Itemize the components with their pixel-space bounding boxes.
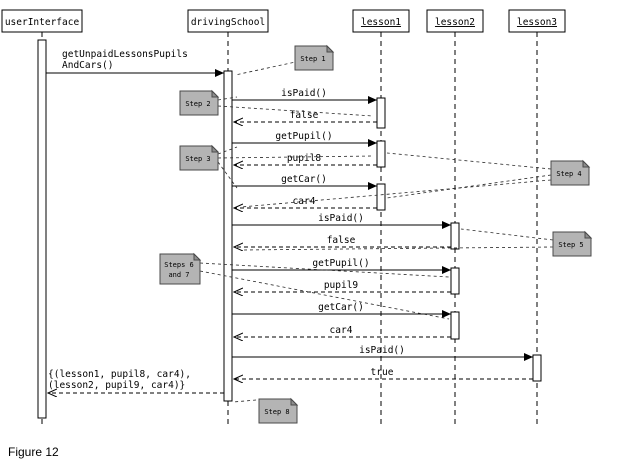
message-9-getpupil-call: getPupil() [232,258,451,274]
note-step-4: Step 4 [550,159,591,186]
note-step-5: Step 5 [552,230,593,257]
note-step-2: Step 2 [179,89,220,116]
head-box [187,9,269,33]
note-connector [386,152,552,170]
note-shape [159,253,201,285]
lifeline-head-drivingschool: drivingSchool [187,9,269,33]
note-label: Steps 6 [164,261,194,269]
message-10-pupil9-return: pupil9 [234,280,451,292]
note-fold [584,230,593,239]
lifeline-name: drivingSchool [191,17,265,28]
activation-lesson2-ispaid [450,222,460,250]
note-fold [582,159,591,168]
message-8-false-return: false [234,235,451,247]
note-connector [460,228,554,241]
lifeline-name: lesson1 [361,17,401,28]
activation-userinterface [37,39,47,419]
activation-lesson1-ispaid [376,97,386,129]
note-fold [290,397,299,406]
note-step-3: Step 3 [179,144,220,171]
message-11-getcar-call: getCar() [232,302,451,318]
message-label: getPupil() [312,258,369,269]
activation-lesson3-ispaid [532,354,542,382]
note-connector [217,155,374,159]
message-7-ispaid-call: isPaid() [232,213,451,229]
message-label: true [371,367,394,378]
note-label: Step 1 [300,55,325,63]
message-label: isPaid() [359,345,405,356]
message-label: getCar() [281,174,327,185]
lifeline-head-lesson1: lesson1 [352,9,410,33]
activation-lesson2-getcar [450,311,460,340]
message-label: getCar() [318,302,364,313]
note-shape [258,398,298,424]
message-label: getUnpaidLessonsPupils [62,49,188,60]
note-connector [240,179,552,208]
message-label: isPaid() [281,88,327,99]
message-5-getcar-call: getCar() [232,174,377,190]
message-label: car4 [330,325,353,336]
message-6-car4-return: car4 [234,196,377,208]
lifeline-head-lesson3: lesson3 [508,9,566,33]
note-shape [294,45,334,71]
note-shape [552,231,592,257]
message-2-false-return: false [234,110,377,122]
message-4-pupil8-return: pupil8 [234,153,377,165]
message-label: isPaid() [318,213,364,224]
note-step-8: Step 8 [258,397,299,424]
note-fold [193,252,202,261]
lifeline-head-userinterface: userInterface [1,9,83,33]
note-label: Step 5 [558,241,583,249]
note-shape [550,160,590,186]
message-12-car4-return: car4 [234,325,451,337]
head-box [508,9,566,33]
note-connector [217,161,238,189]
note-label: Step 4 [556,170,581,178]
note-connector [199,270,450,320]
message-label: {(lesson1, pupil8, car4), [48,369,191,380]
activation-drivingschool [223,70,233,402]
note-label: Step 3 [185,155,210,163]
head-box [426,9,484,33]
message-0-getunpaidlessons-call: getUnpaidLessonsPupils AndCars() [46,49,224,77]
message-label: getPupil() [275,131,332,142]
lifeline-head-lesson2: lesson2 [426,9,484,33]
message-label: pupil9 [324,280,359,291]
lifeline-name: lesson3 [517,17,557,28]
note-label: and 7 [168,271,189,279]
message-label: pupil8 [287,153,322,164]
note-connector [386,174,552,199]
note-fold [211,144,220,153]
note-label: Step 8 [264,408,289,416]
note-steps-6-and-7: Steps 6 and 7 [159,252,202,285]
activation-lesson1-getpupil [376,140,386,168]
activation-lesson2-getpupil [450,267,460,295]
message-label: false [290,110,319,121]
note-connector [240,246,554,251]
message-14-true-return: true [234,367,533,379]
message-label: AndCars() [62,60,113,71]
message-15-result-return: {(lesson1, pupil8, car4), (lesson2, pupi… [48,369,224,393]
lifeline-name: userInterface [5,17,80,28]
figure-caption: Figure 12 [8,445,59,459]
note-connector [217,105,374,117]
message-13-ispaid-call: isPaid() [232,345,533,361]
lifeline-name: lesson2 [435,17,475,28]
head-box [1,9,83,33]
message-1-ispaid-call: isPaid() [232,88,377,104]
message-3-getpupil-call: getPupil() [232,131,377,147]
note-step-1: Step 1 [294,44,335,71]
head-box [352,9,410,33]
activation-lesson1-getcar [376,183,386,211]
note-fold [211,89,220,98]
note-fold [326,44,335,53]
message-label: false [327,235,356,246]
message-label: (lesson2, pupil9, car4)} [48,380,185,391]
note-shape [179,145,219,171]
note-label: Step 2 [185,100,210,108]
note-shape [179,90,219,116]
